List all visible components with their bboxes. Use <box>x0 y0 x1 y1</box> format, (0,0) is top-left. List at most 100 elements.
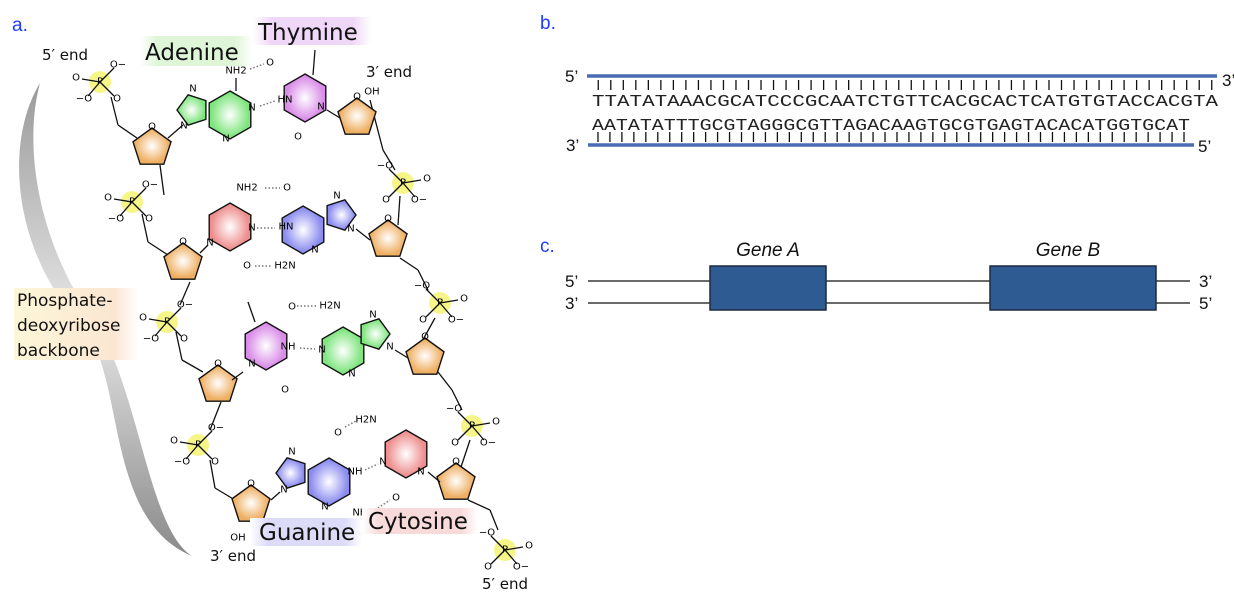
atom-label: NH <box>348 467 363 478</box>
atom-label: O <box>179 237 187 248</box>
atom-label: O <box>334 428 342 439</box>
atom-label: O <box>484 562 492 573</box>
atom-label: O− <box>177 300 193 311</box>
top-strand-right-end: 3’ <box>1222 71 1234 90</box>
three-prime-end-bottom: 3′ end <box>210 547 256 565</box>
atom-label: O <box>281 385 289 396</box>
guanine-ring <box>275 456 306 490</box>
atom-label: H2N <box>274 261 295 272</box>
bond <box>437 371 453 391</box>
cytosine-label: Cytosine <box>368 509 468 535</box>
atom-label: O <box>180 334 188 345</box>
bond <box>141 213 149 243</box>
bottom-strand-left-end: 3’ <box>566 136 579 155</box>
five-prime-end-top: 5′ end <box>42 46 88 64</box>
bond <box>489 509 499 531</box>
cytosine-highlight <box>362 508 478 534</box>
backbone-highlight <box>14 288 139 360</box>
cytosine-ring <box>384 429 428 479</box>
atom-label: O− <box>448 315 464 326</box>
atom-label: O <box>247 479 255 490</box>
atom-label: NH2 <box>225 66 246 77</box>
atom-label: O <box>423 174 431 185</box>
bond <box>355 228 371 241</box>
atom-label: O <box>294 132 302 143</box>
hydrogen-bond <box>344 419 359 428</box>
atom-label: −O <box>479 528 495 539</box>
top-strand-left-end: 5’ <box>565 272 578 291</box>
gene-b-box <box>989 265 1157 311</box>
atom-label: N <box>417 467 424 478</box>
bond <box>175 331 183 361</box>
three-prime-end-top: 3′ end <box>366 63 412 81</box>
bond <box>148 318 168 323</box>
atom-label: O <box>266 58 274 69</box>
guanine-label: Guanine <box>259 520 355 546</box>
atom-label: O <box>288 302 296 313</box>
bond <box>185 444 199 460</box>
atom-label: H2N <box>319 301 340 312</box>
bond <box>270 491 281 501</box>
deoxyribose-sugar <box>231 484 271 522</box>
bond <box>119 201 133 217</box>
bond <box>231 371 244 381</box>
atom-label: NH <box>281 342 296 353</box>
atom-label: −O <box>108 214 124 225</box>
atom-label: N <box>180 121 187 132</box>
backbone-label-line1: Phosphate- <box>17 291 113 311</box>
atom-label: O <box>353 92 361 103</box>
atom-label: N <box>311 245 318 256</box>
bond <box>87 81 101 97</box>
bond <box>425 302 441 318</box>
bond <box>425 288 441 304</box>
atom-label: −O <box>143 334 159 345</box>
atom-label: NH2 <box>236 183 257 194</box>
hydrogen-bond <box>299 347 316 350</box>
atom-label: O <box>243 261 251 272</box>
bond <box>394 349 409 359</box>
atom-label: N <box>348 369 355 380</box>
atom-label: N <box>379 457 386 468</box>
thymine-label: Thymine <box>257 20 358 46</box>
atom-label: O− <box>480 438 496 449</box>
atom-label: O <box>283 183 291 194</box>
deoxyribose-sugar <box>198 364 238 402</box>
atom-label: P <box>469 421 475 432</box>
atom-label: O− <box>411 195 427 206</box>
thymine-ring <box>244 321 288 371</box>
atom-label: P <box>437 298 443 309</box>
bond <box>197 430 213 446</box>
atom-label: OH <box>364 87 379 98</box>
bond <box>166 321 182 337</box>
atom-label: N <box>288 447 295 458</box>
adenine-ring <box>176 93 207 127</box>
backbone-label-line2: deoxyribose <box>17 316 120 336</box>
bond <box>312 49 316 76</box>
bond <box>451 389 463 411</box>
bond <box>110 96 119 126</box>
atom-label: N <box>280 485 287 496</box>
bond <box>117 124 138 139</box>
bond <box>209 401 222 431</box>
atom-label: O <box>214 359 222 370</box>
deoxyribose-sugar <box>163 242 203 280</box>
atom-label: O <box>145 214 153 225</box>
bond <box>457 411 473 427</box>
atom-label: O <box>211 457 219 468</box>
bond <box>439 302 453 318</box>
bond <box>457 425 473 441</box>
thymine-ring <box>283 73 327 123</box>
atom-label: N <box>321 502 328 513</box>
adenine-highlight <box>140 36 252 66</box>
deoxyribose-sugar <box>436 462 476 500</box>
bond <box>467 499 491 511</box>
atom-label: N <box>189 84 196 95</box>
bond <box>490 549 506 565</box>
atom-label: O <box>384 214 392 225</box>
guanine-ring <box>281 205 325 255</box>
guanine-highlight <box>250 518 362 546</box>
atom-label: O <box>525 541 533 552</box>
atom-label: HN <box>279 222 294 233</box>
bond <box>402 182 416 198</box>
